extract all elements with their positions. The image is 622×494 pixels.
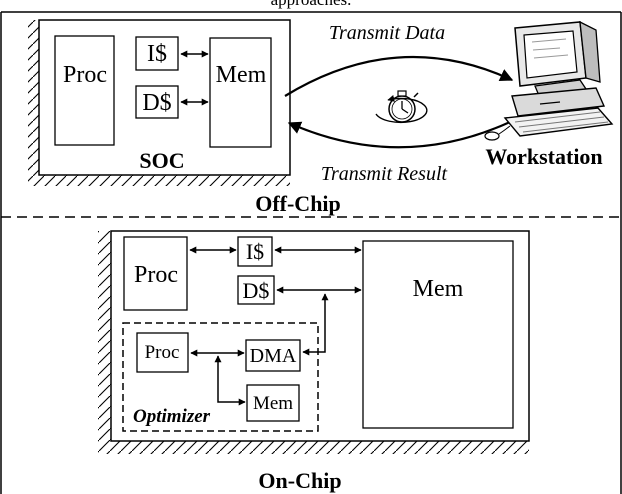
optimizer-label: Optimizer <box>133 406 211 427</box>
onchip-proc-label: Proc <box>134 262 178 288</box>
offchip-icache-box <box>135 36 179 71</box>
figure-frame <box>0 11 622 494</box>
onchip-icache-label: I$ <box>246 239 264 264</box>
transmit-data-arrow <box>284 55 514 97</box>
onchip-mem-box <box>362 240 514 429</box>
offchip-dcache-label: D$ <box>142 90 171 116</box>
off-chip-title: Off-Chip <box>255 191 341 216</box>
workstation-label: Workstation <box>485 144 602 169</box>
dma-bus-arrow <box>302 293 329 356</box>
optimizer-proc-label: Proc <box>145 342 180 363</box>
optimizer-mem-box <box>246 384 300 422</box>
optimizer-mem-label: Mem <box>253 393 293 414</box>
onchip-icache-box <box>237 236 273 267</box>
optimizer-proc-box <box>136 332 189 373</box>
optimizer-dma-box <box>245 339 301 372</box>
onchip-mem-label: Mem <box>413 276 464 302</box>
soc-substrate-hatch <box>28 20 290 186</box>
transmit-result-label: Transmit Result <box>321 163 448 185</box>
offchip-mem-label: Mem <box>216 62 267 88</box>
offchip-mem-box <box>209 37 272 148</box>
on-chip-panel: Proc I$ D$ Mem Optimizer Proc DMA Mem On… <box>98 230 530 493</box>
transmit-data-label: Transmit Data <box>329 22 445 44</box>
top-caption: approaches. <box>271 0 352 9</box>
workstation-computer-icon <box>484 20 614 141</box>
optimizer-dma-label: DMA <box>250 345 297 367</box>
offchip-proc-label: Proc <box>63 62 107 88</box>
onchip-dcache-box <box>237 275 275 305</box>
transmit-result-arrow <box>287 120 511 149</box>
on-chip-title: On-Chip <box>258 468 341 493</box>
stopwatch-icon <box>375 90 428 124</box>
offchip-proc-box <box>54 35 115 146</box>
off-chip-panel: SOC Proc I$ D$ Mem Transmit Data Transmi… <box>28 19 614 216</box>
offchip-dcache-box <box>135 85 179 119</box>
chip-substrate-hatch <box>98 231 529 454</box>
optimizer-region <box>122 322 319 432</box>
optimizer-mem-bus-arrow <box>214 355 246 406</box>
soc-label: SOC <box>139 148 184 173</box>
onchip-dcache-label: D$ <box>243 278 270 303</box>
onchip-proc-box <box>123 236 188 311</box>
offchip-icache-label: I$ <box>147 41 167 67</box>
